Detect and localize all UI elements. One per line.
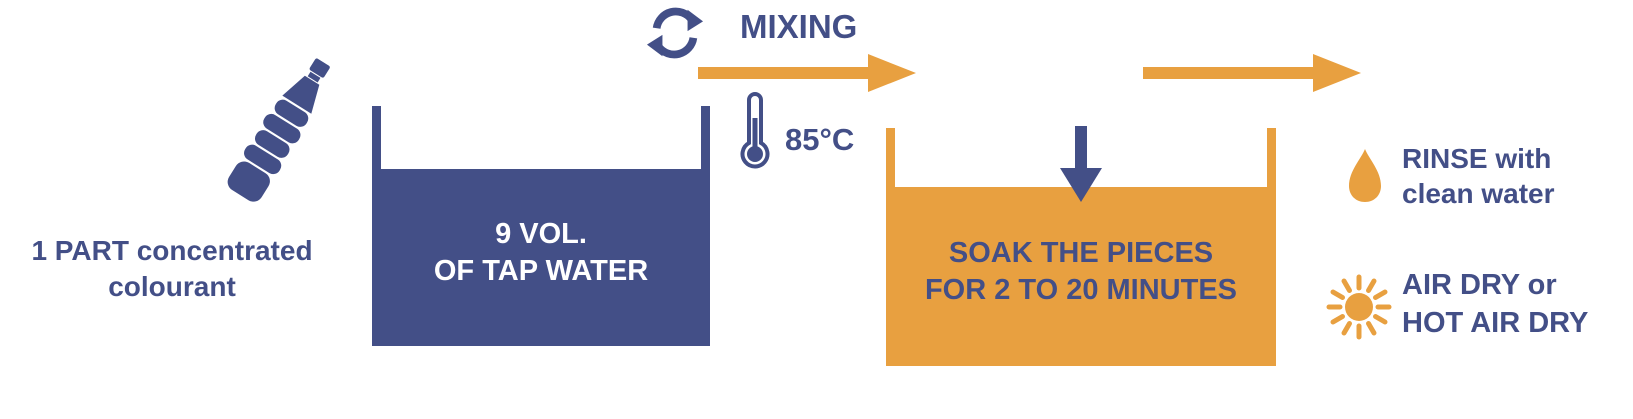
colourant-label-line2: colourant	[108, 271, 236, 302]
bottle-icon	[194, 34, 369, 226]
colourant-label-line1: 1 PART concentrated	[31, 235, 313, 266]
dry-label-line2: HOT AIR DRY	[1402, 307, 1589, 339]
mixing-label: MIXING	[740, 8, 858, 45]
water-drop-icon	[1345, 146, 1385, 204]
temperature-label: 85°C	[785, 122, 855, 157]
right-arrow-icon	[698, 54, 916, 92]
right-arrow-icon	[1143, 54, 1361, 92]
soak-tank: SOAK THE PIECES FOR 2 TO 20 MINUTES	[886, 128, 1276, 366]
dry-label: AIR DRY or HOT AIR DRY	[1402, 266, 1588, 342]
soak-liquid: SOAK THE PIECES FOR 2 TO 20 MINUTES	[895, 187, 1267, 357]
tap-water-tank: 9 VOL. OF TAP WATER	[372, 106, 710, 346]
down-arrow-icon	[1058, 126, 1104, 202]
tank2-label-line1: SOAK THE PIECES	[948, 237, 1214, 269]
sun-icon	[1322, 270, 1396, 344]
rinse-label-line2: clean water	[1402, 178, 1555, 209]
rinse-label: RINSE with clean water	[1402, 141, 1555, 211]
tank1-label-line2: OF TAP WATER	[433, 255, 649, 287]
tank1-label-line1: 9 VOL.	[495, 218, 587, 250]
thermometer-icon	[737, 90, 773, 170]
colourant-label: 1 PART concentrated colourant	[2, 233, 342, 305]
rinse-label-line1: RINSE with	[1402, 143, 1552, 174]
tap-water-liquid: 9 VOL. OF TAP WATER	[381, 169, 701, 337]
circular-arrows-icon	[645, 4, 705, 62]
dry-label-line1: AIR DRY or	[1402, 269, 1557, 301]
tank2-label-line2: FOR 2 TO 20 MINUTES	[924, 274, 1238, 306]
